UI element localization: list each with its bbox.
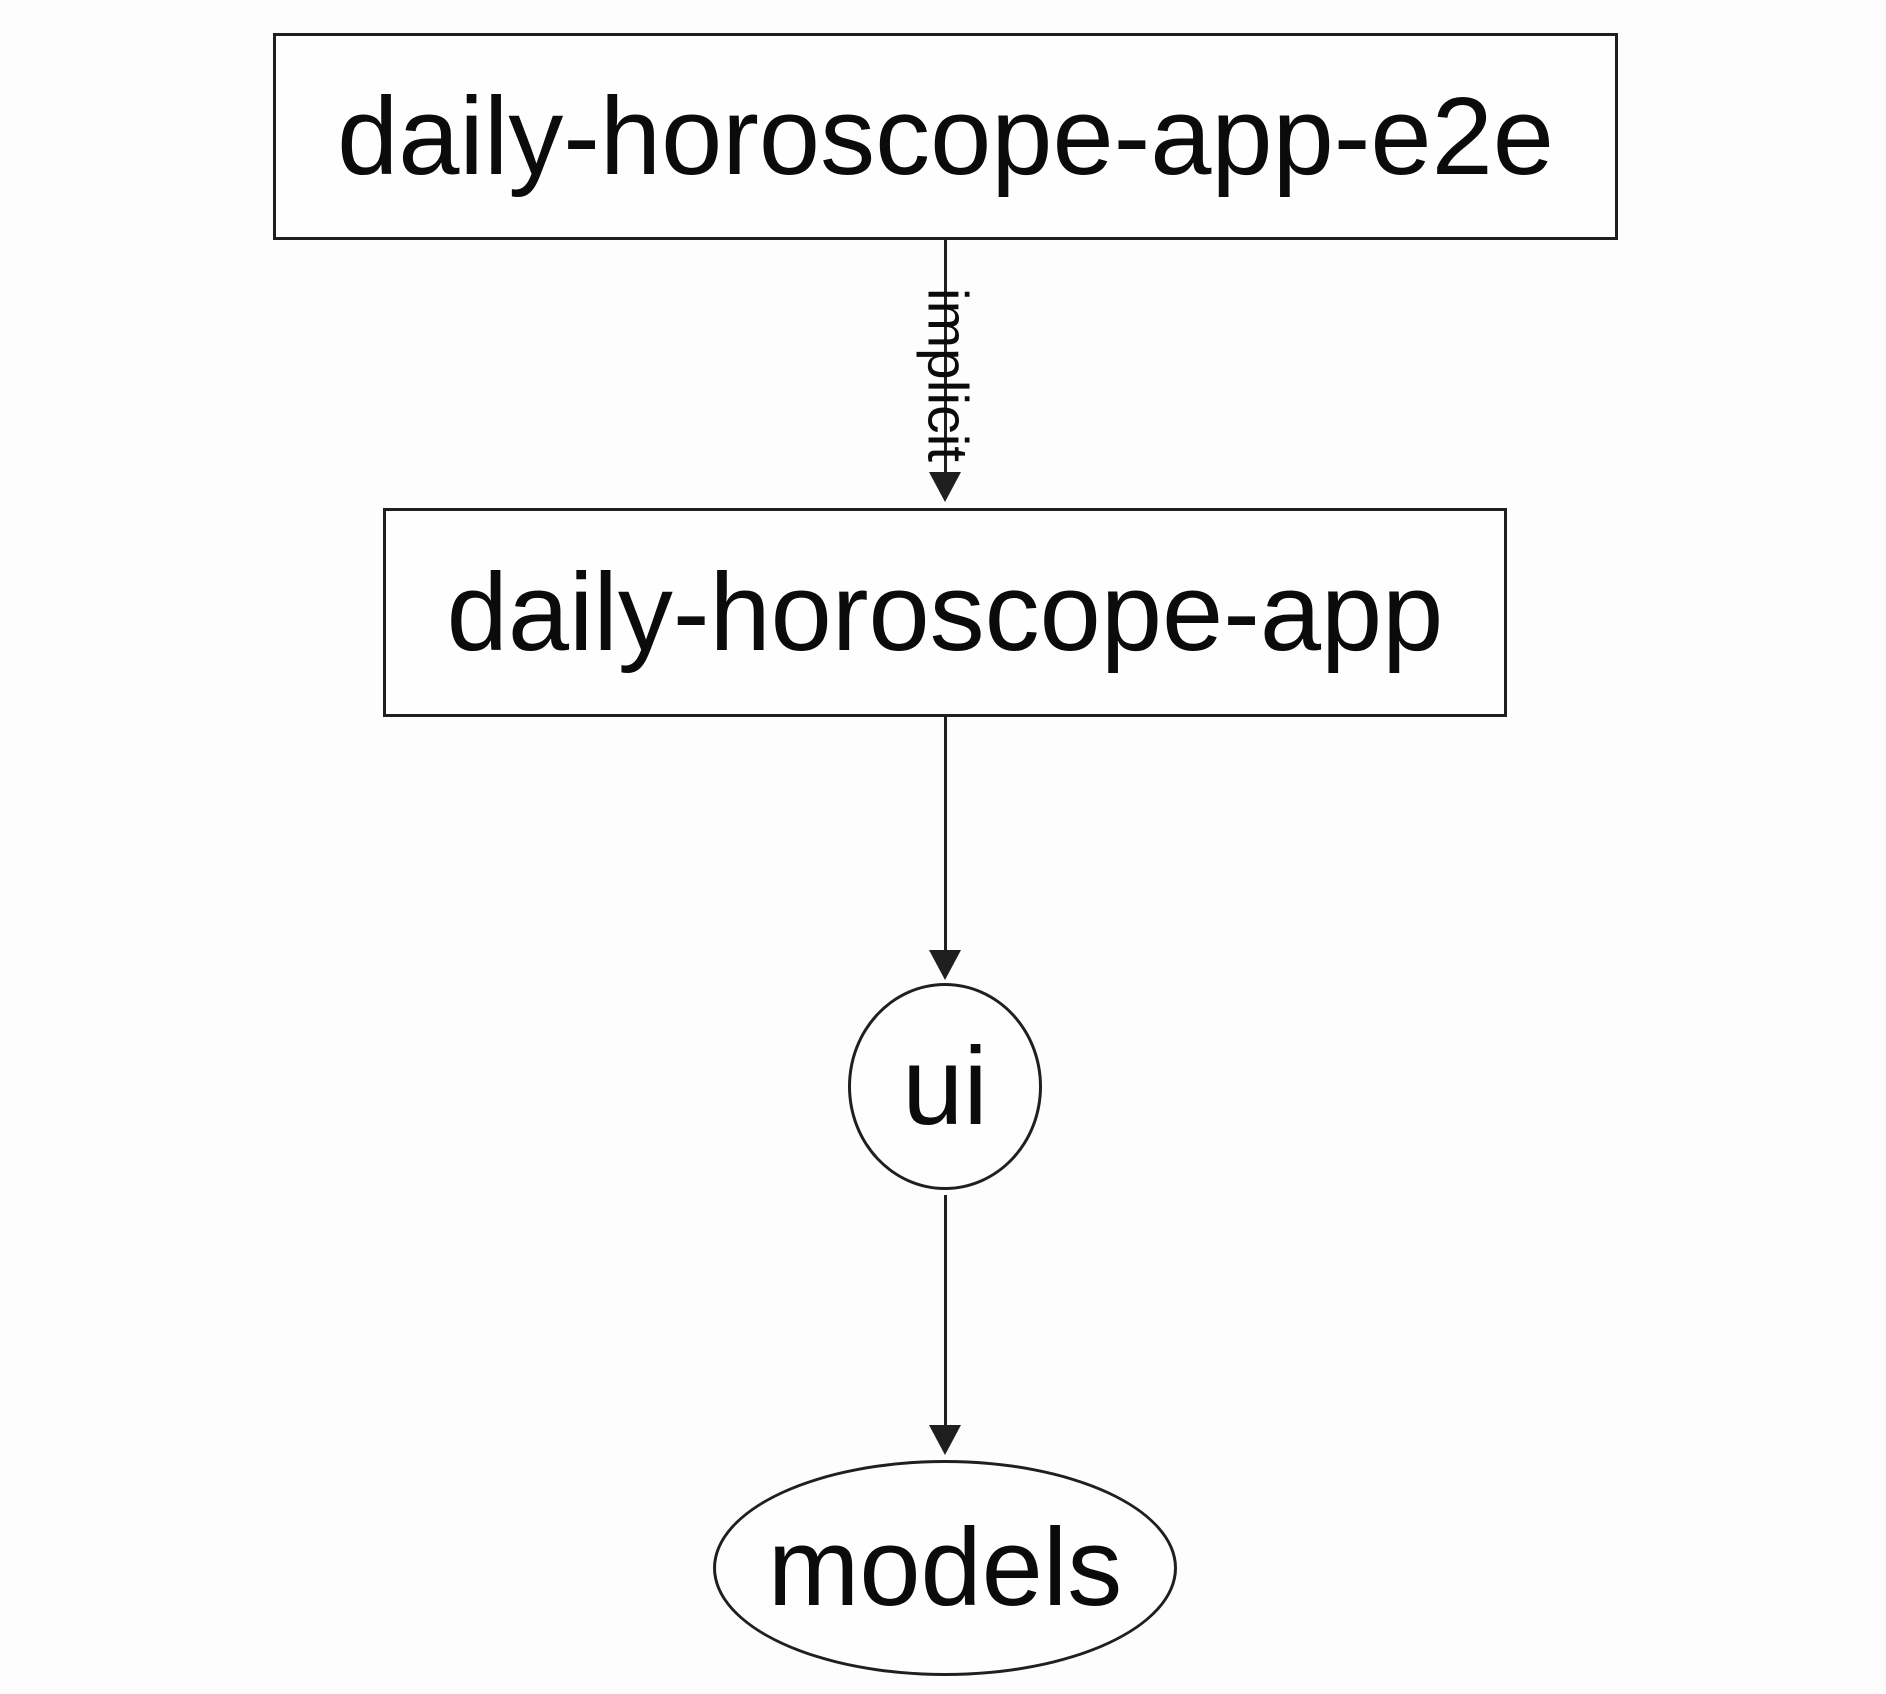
edge-ui-to-models-line <box>944 1195 947 1427</box>
edge-label-implicit: implicit <box>915 287 980 463</box>
edge-app-to-ui-line <box>944 717 947 952</box>
node-label: daily-horoscope-app <box>446 550 1444 674</box>
arrow-down-head-icon <box>929 472 961 502</box>
node-label: daily-horoscope-app-e2e <box>337 74 1554 198</box>
edge-e2e-to-app-line <box>944 240 947 472</box>
node-ui: ui <box>848 983 1042 1190</box>
arrow-down-head-icon <box>929 950 961 980</box>
arrow-down-head-icon <box>929 1425 961 1455</box>
node-models: models <box>713 1460 1177 1676</box>
node-label: models <box>767 1506 1123 1629</box>
node-daily-horoscope-app: daily-horoscope-app <box>383 508 1507 717</box>
node-daily-horoscope-app-e2e: daily-horoscope-app-e2e <box>273 33 1618 240</box>
node-label: ui <box>902 1024 988 1148</box>
